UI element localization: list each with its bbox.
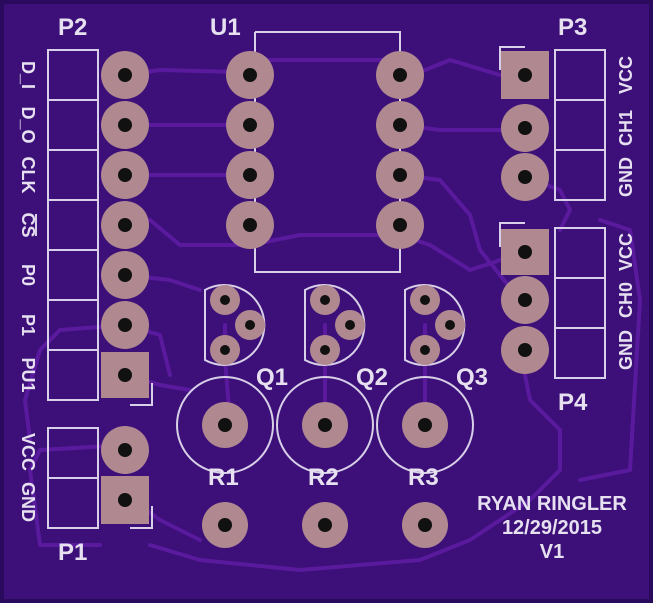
resistors (176, 376, 474, 548)
q1-ref: Q1 (256, 364, 288, 391)
p1-header (47, 426, 153, 529)
p1-pin-label: VCC (18, 433, 38, 471)
p3-header (499, 46, 606, 201)
p4-header (499, 222, 606, 379)
p3-pin-label: VCC (616, 56, 636, 94)
p3-ref: P3 (558, 14, 587, 41)
q2-ref: Q2 (356, 364, 388, 391)
p4-ref: P4 (558, 389, 588, 416)
r1-ref: R1 (208, 464, 239, 491)
p3-pin-label: GND (616, 157, 636, 197)
u1-ic (226, 31, 424, 273)
q2-outline (304, 284, 366, 366)
p1-pin-label: GND (18, 482, 38, 522)
q3-ref: Q3 (456, 364, 488, 391)
r2-ref: R2 (308, 464, 339, 491)
p2-pin-label: CLK (18, 157, 38, 194)
p2-pin-label: CS (18, 212, 38, 237)
r3-ref: R3 (408, 464, 439, 491)
p2-pin-label: D_O (18, 106, 38, 143)
transistors (204, 284, 466, 366)
p2-pin-label: P0 (18, 264, 38, 286)
p2-pin-label: D_I (18, 61, 38, 89)
author-label: RYAN RINGLER (477, 493, 627, 515)
p2-pin-label: PU1 (18, 357, 38, 392)
date-label: 12/29/2015 (502, 517, 602, 539)
p2-header (47, 49, 153, 406)
p4-pin-label: CH0 (616, 282, 636, 318)
p3-pin-label: CH1 (616, 110, 636, 146)
p4-pin-label: GND (616, 330, 636, 370)
q1-outline (204, 284, 266, 366)
q3-outline (404, 284, 466, 366)
p4-pin-label: VCC (616, 233, 636, 271)
u1-ref: U1 (210, 14, 241, 41)
p2-ref: P2 (58, 14, 87, 41)
p2-pin-label: P1 (18, 314, 38, 336)
version-label: V1 (540, 541, 564, 563)
p1-ref: P1 (58, 539, 87, 566)
silkscreen-labels: P2 U1 P3 P4 P1 Q1 Q2 Q3 R1 R2 R3 D_I D_O… (18, 14, 636, 566)
